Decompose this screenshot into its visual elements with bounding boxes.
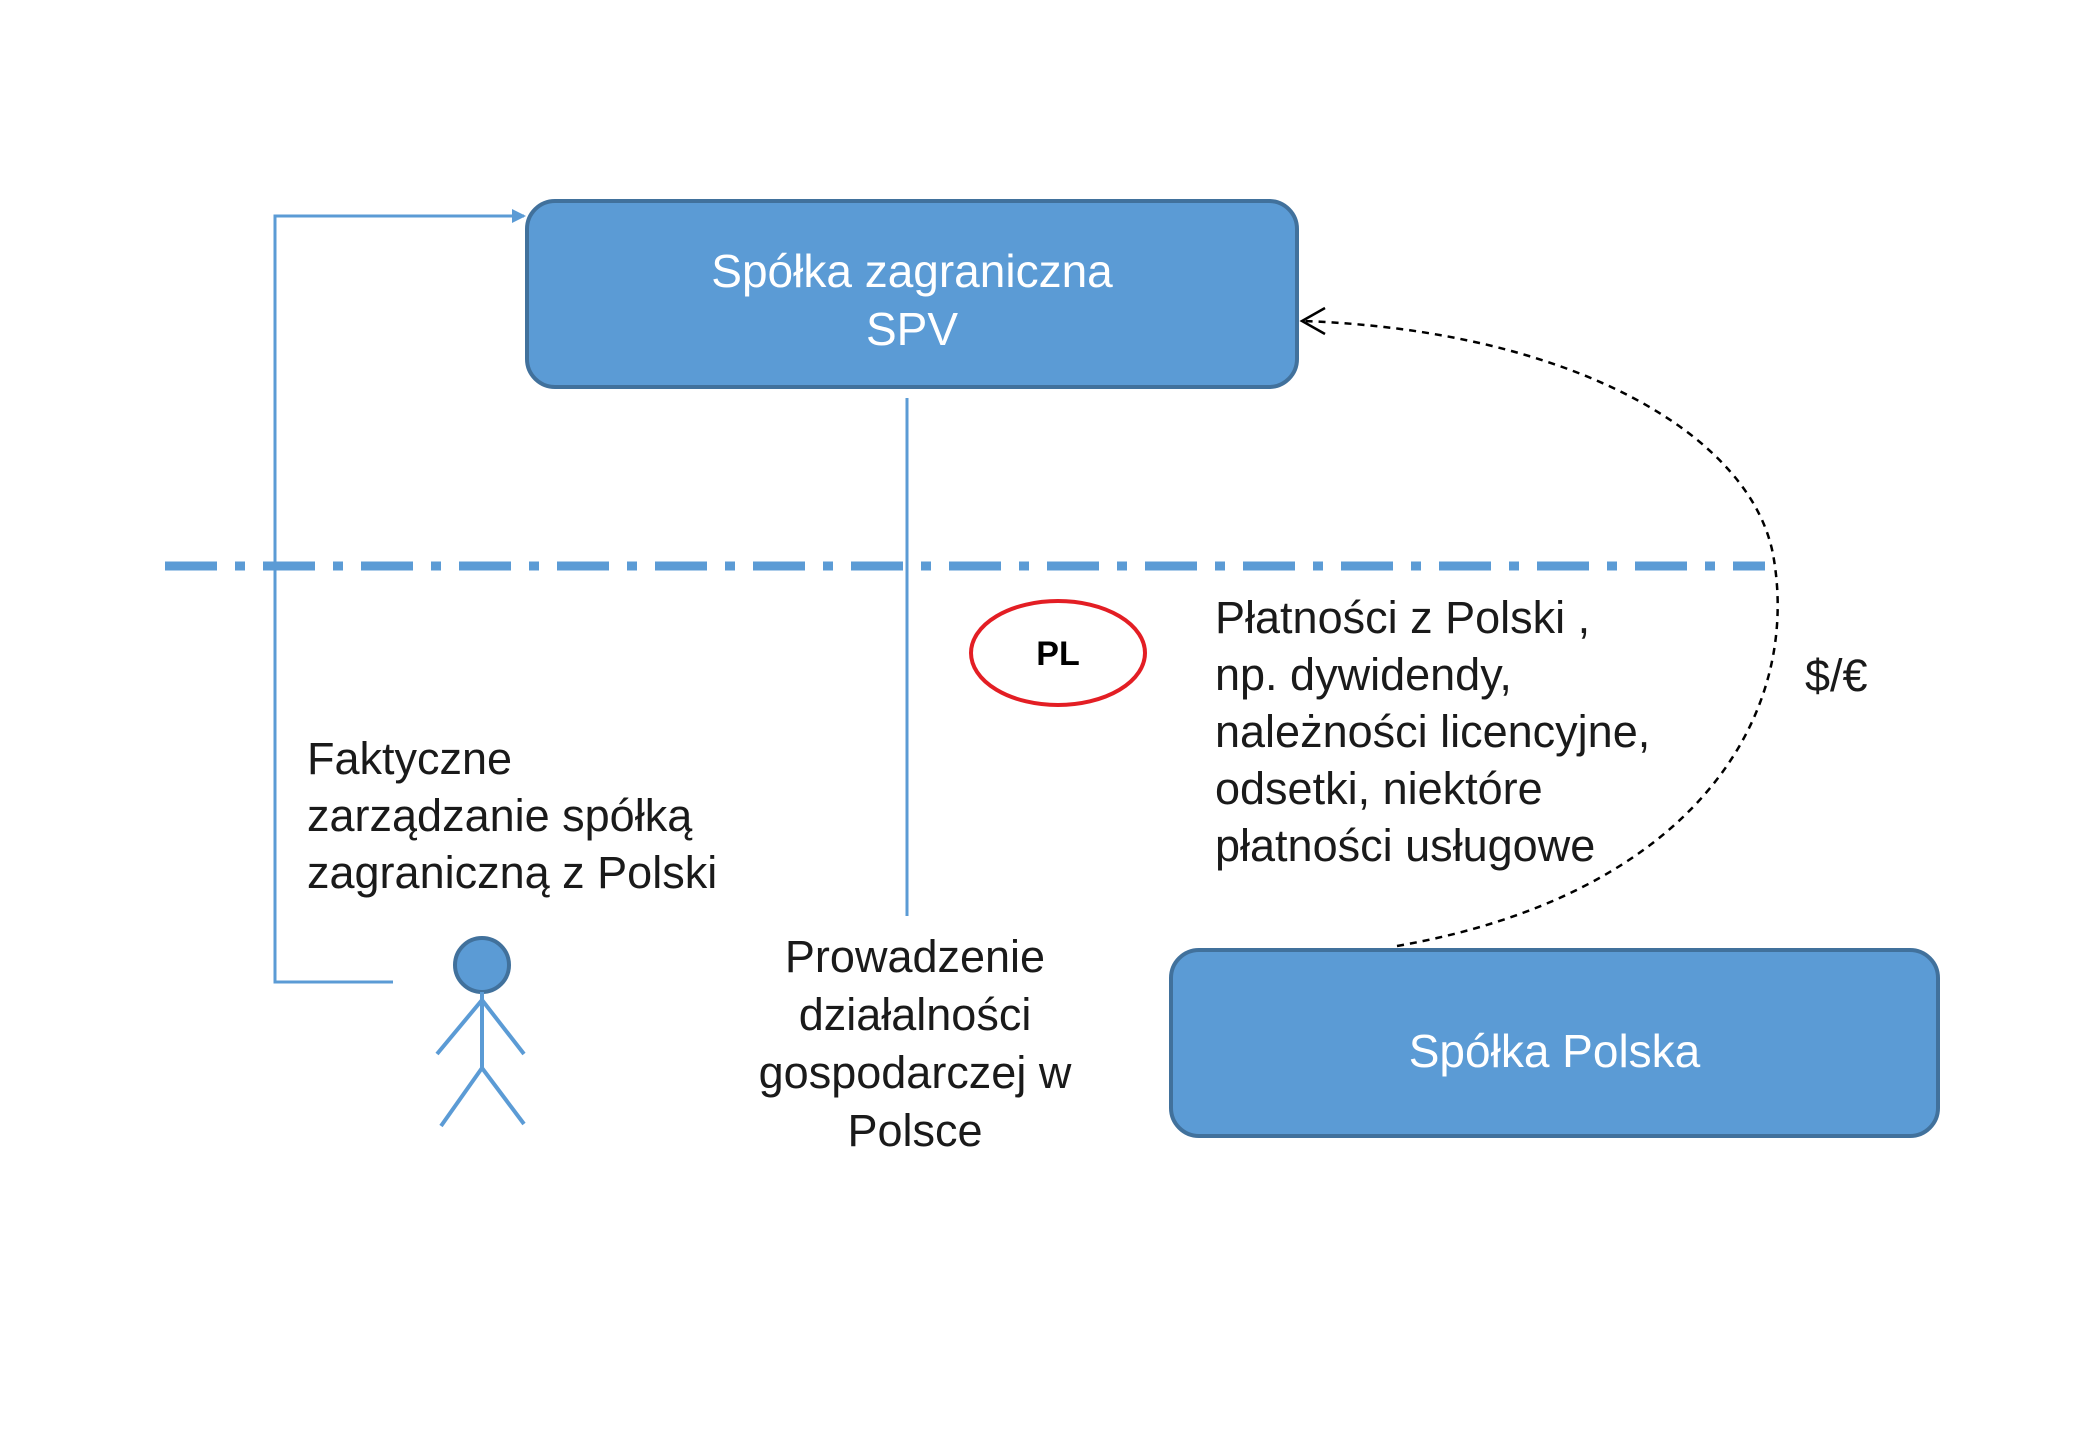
management-note-line: Faktyczne <box>307 733 513 784</box>
payments-flow-arrow <box>1301 319 1779 948</box>
payments-note-line: Płatności z Polski , <box>1215 592 1591 643</box>
payments-note: Płatności z Polski , np. dywidendy, nale… <box>1215 589 1650 874</box>
jurisdiction-badge <box>969 599 1147 707</box>
management-note-line: zarządzanie spółką <box>307 790 693 841</box>
polish-company-label: Spółka Polska <box>1171 1022 1938 1080</box>
foreign-company-type: SPV <box>865 303 959 355</box>
business-note-line: Prowadzenie <box>784 931 1046 982</box>
payments-note-line: płatności usługowe <box>1215 820 1596 871</box>
business-note-line: Polsce <box>847 1105 983 1156</box>
management-connector <box>273 209 526 984</box>
payments-note-line: należności licencyjne, <box>1215 706 1651 757</box>
polish-company-box[interactable] <box>1169 948 1940 1138</box>
business-note-line: działalności <box>798 989 1032 1040</box>
business-note: Prowadzenie działalności gospodarczej w … <box>720 928 1110 1160</box>
payments-note-line: odsetki, niektóre <box>1215 763 1543 814</box>
jurisdiction-badge-label: PL <box>1036 635 1080 673</box>
foreign-company-label: Spółka zagraniczna SPV <box>527 242 1297 358</box>
currency-label: $/€ <box>1805 650 1868 701</box>
business-note-line: gospodarczej w <box>758 1047 1072 1098</box>
foreign-company-box[interactable] <box>525 199 1299 389</box>
person-stick-figure-icon <box>435 936 526 1128</box>
arrowhead-icon <box>1299 306 1326 336</box>
management-note-line: zagraniczną z Polski <box>307 847 718 898</box>
foreign-company-name: Spółka zagraniczna <box>711 245 1113 297</box>
payments-note-line: np. dywidendy, <box>1215 649 1512 700</box>
polish-company-name: Spółka Polska <box>1408 1025 1701 1077</box>
management-note: Faktyczne zarządzanie spółką zagraniczną… <box>307 730 717 901</box>
